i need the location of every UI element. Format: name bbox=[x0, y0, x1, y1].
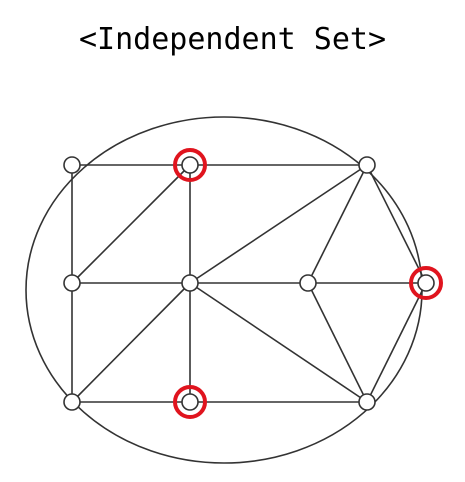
edge-v7-v10 bbox=[366, 282, 427, 403]
edge-v5-v8 bbox=[71, 282, 191, 403]
edge-layer bbox=[71, 164, 427, 403]
edge-v5-v3 bbox=[189, 164, 368, 284]
independent-set-marker-v7 bbox=[409, 266, 443, 300]
edge-v6-v10 bbox=[307, 282, 368, 403]
highlight-layer bbox=[173, 148, 443, 419]
vertex-v7 bbox=[417, 274, 435, 292]
vertex-v10 bbox=[358, 393, 376, 411]
vertex-v5 bbox=[181, 274, 199, 292]
vertex-v2 bbox=[181, 156, 199, 174]
vertex-v8 bbox=[63, 393, 81, 411]
vertex-v6 bbox=[299, 274, 317, 292]
edge-v5-v10 bbox=[189, 282, 368, 403]
vertex-v9 bbox=[181, 393, 199, 411]
vertex-v4 bbox=[63, 274, 81, 292]
edge-v2-v4 bbox=[71, 164, 191, 284]
edge-v3-v7 bbox=[366, 164, 427, 284]
vertex-v1 bbox=[63, 156, 81, 174]
node-layer bbox=[63, 156, 435, 411]
independent-set-marker-v2 bbox=[173, 148, 207, 182]
independent-set-marker-v9 bbox=[173, 385, 207, 419]
edge-v3-v6 bbox=[307, 164, 368, 284]
diagram-title: <Independent Set> bbox=[78, 22, 387, 57]
vertex-v3 bbox=[358, 156, 376, 174]
